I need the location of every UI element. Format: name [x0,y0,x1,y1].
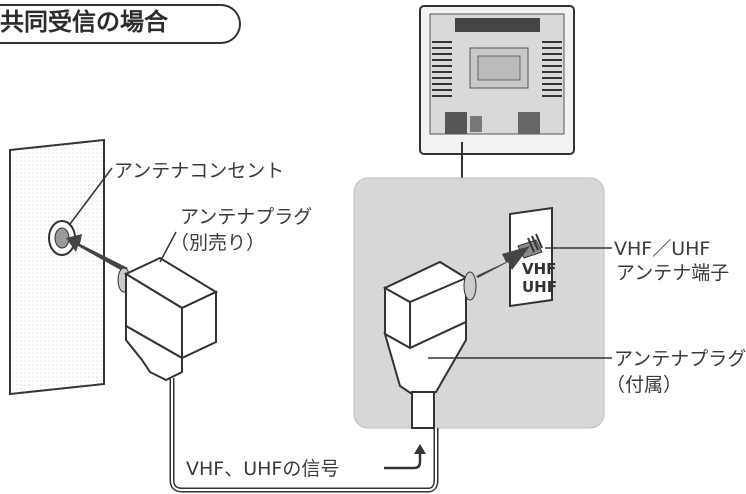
title-frame [0,4,241,44]
separate-plug-label: アンテナプラグ [180,206,313,228]
jack-uhf-text: UHF [522,278,557,296]
separate-plug-note: （別売り） [170,232,266,254]
included-plug-label: アンテナプラグ [614,348,746,370]
tv-terminal-label: VHF／UHF [614,238,711,260]
separate-antenna-plug [117,256,219,382]
included-antenna-plug [382,260,477,429]
signal-label: VHF、UHFの信号 [186,458,340,480]
wall-plate [9,138,105,396]
page-title: 共同受信の場合 [0,8,168,36]
tv-back-illustration [419,5,575,155]
tv-terminal-label-2: アンテナ端子 [616,262,730,284]
jack-vhf-text: VHF [522,260,557,278]
wall-outlet-label: アンテナコンセント [114,160,285,182]
included-plug-note: （付属） [606,374,683,396]
